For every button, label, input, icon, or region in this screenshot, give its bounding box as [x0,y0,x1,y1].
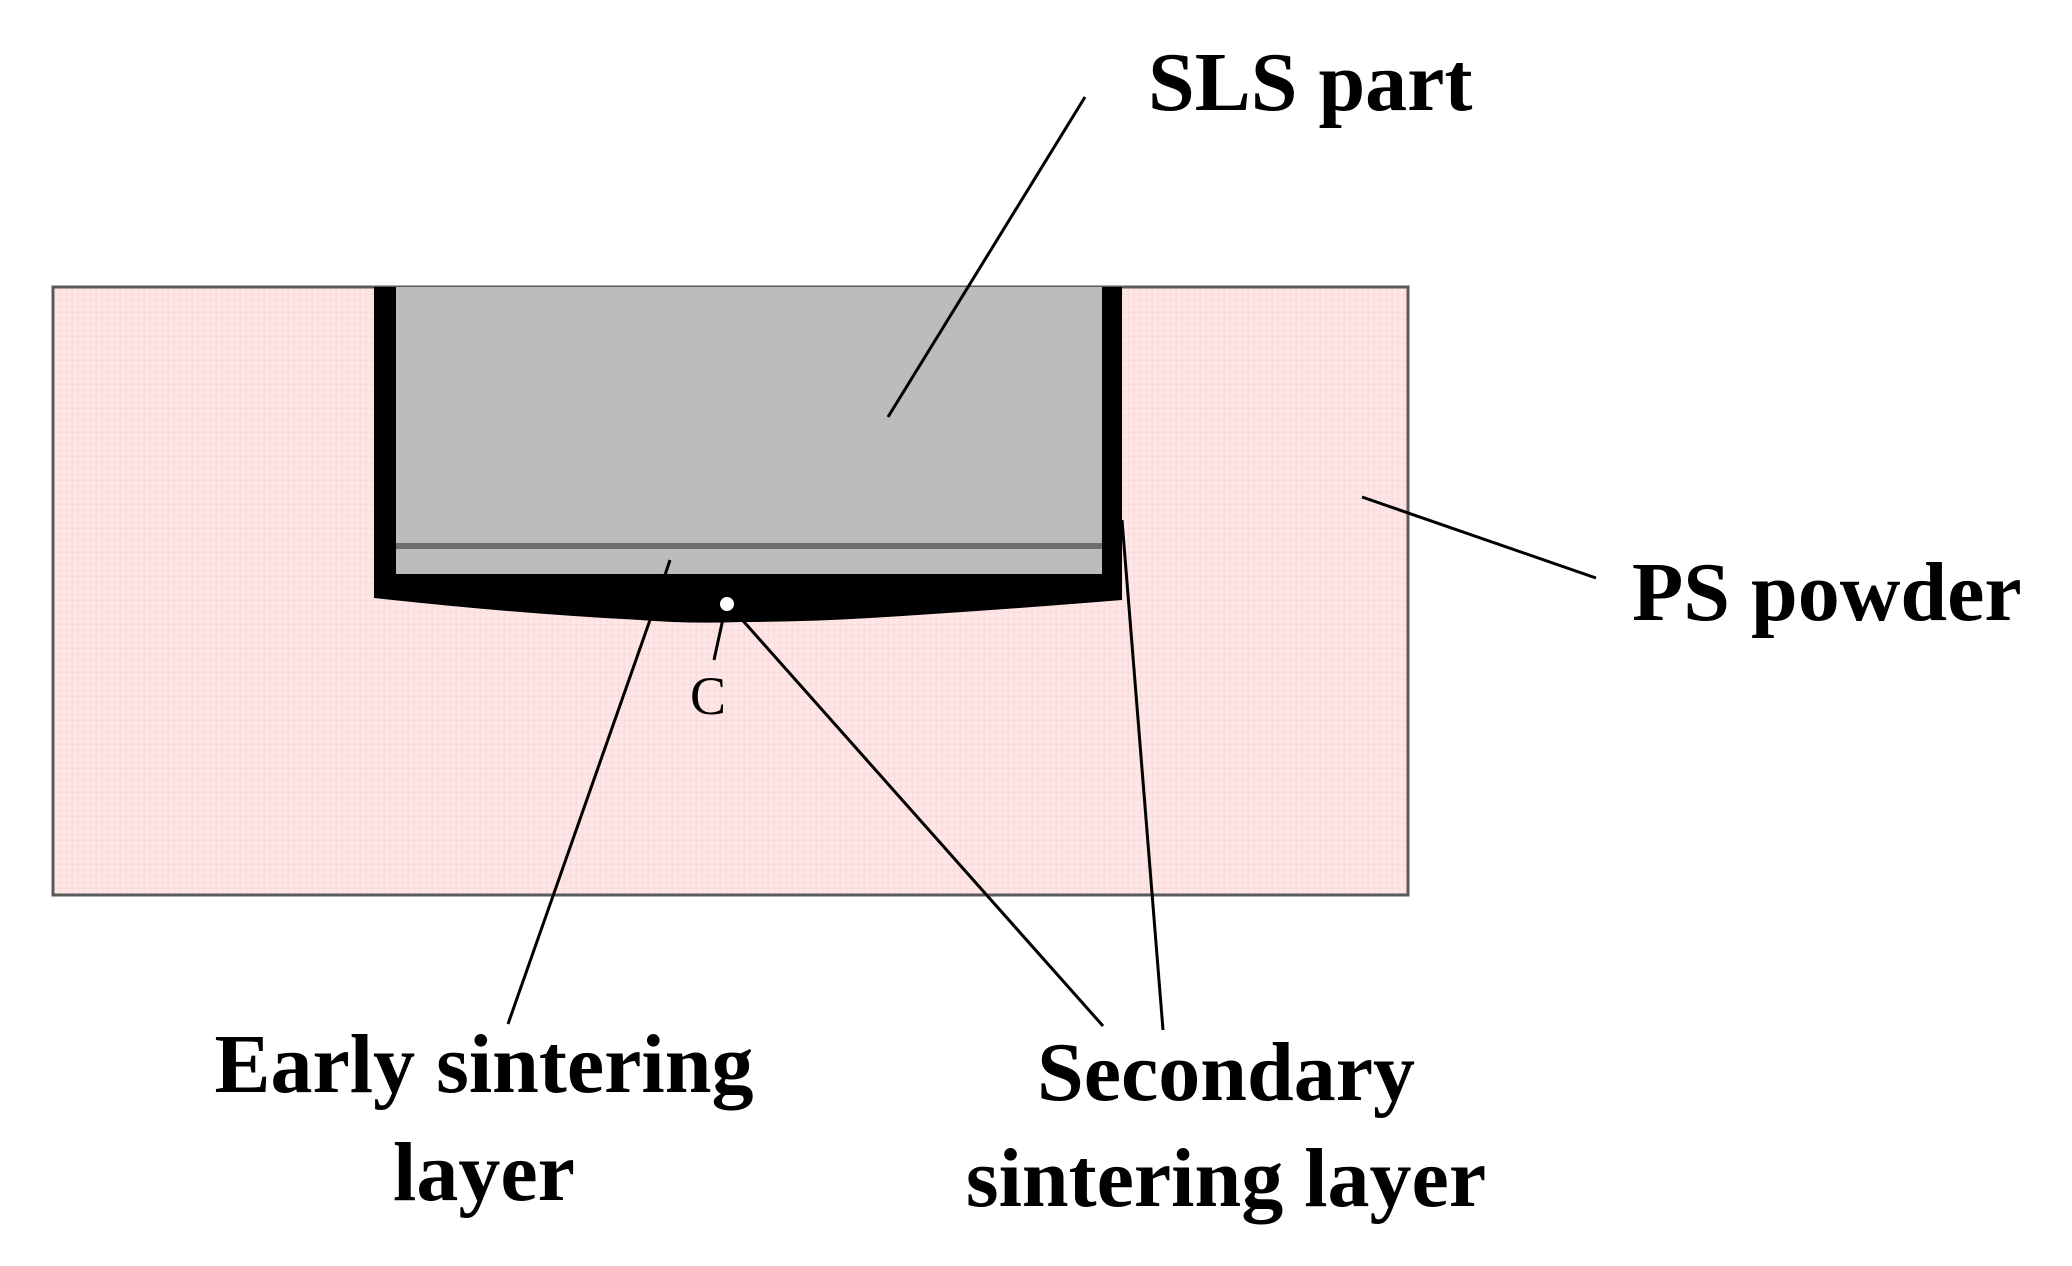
secondary-sintering-label-line1: Secondary [1037,1026,1415,1119]
early-sintering-label-line1: Early sintering [215,1018,754,1111]
point-c-marker [718,595,736,613]
early-layer-leader-lower [506,619,652,1025]
ps-powder-label: PS powder [1632,546,2022,639]
secondary-leader-left [735,613,1105,1027]
ps-powder-leader [1361,495,1597,580]
point-c-leader [712,613,726,661]
secondary-sintering-label-line2: sintering layer [966,1132,1486,1225]
early-layer-leader [648,559,672,621]
sls-part-leader [886,96,1087,418]
sls-part-body [396,287,1102,574]
secondary-leader-right [1120,519,1165,1031]
early-sintering-label-line2: layer [393,1126,575,1219]
sls-part-label: SLS part [1148,36,1472,129]
point-c-label: C [690,666,726,726]
